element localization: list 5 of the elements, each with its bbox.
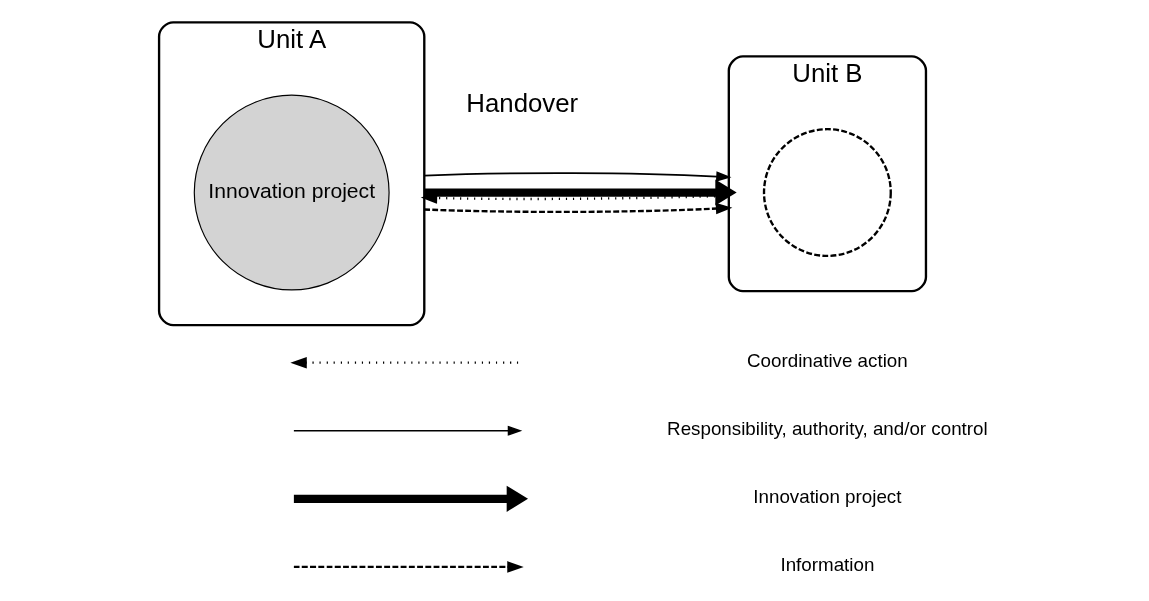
label: Handover (466, 89, 579, 118)
legend-label: Information (780, 554, 875, 576)
legend-label: Innovation project (753, 486, 902, 508)
legend-label: Responsibility, authority, and/or control (667, 418, 988, 440)
legend-label: Coordinative action (747, 350, 908, 372)
